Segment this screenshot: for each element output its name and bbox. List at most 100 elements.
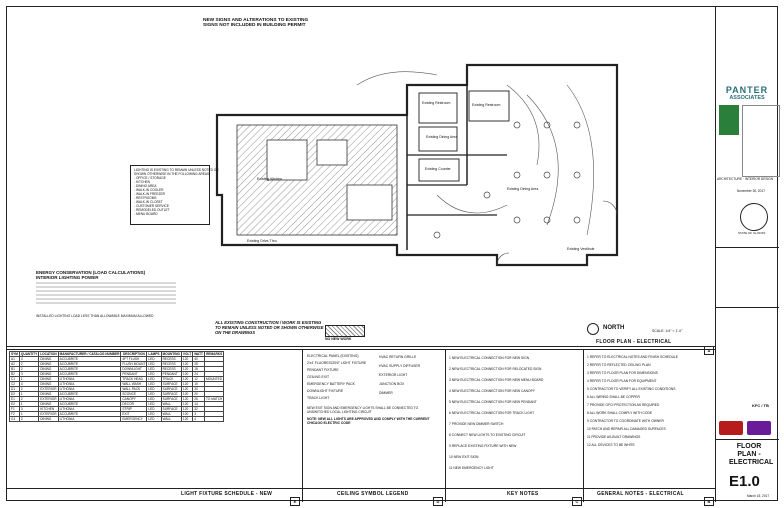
lighting-note-line: - RESTROOMS bbox=[134, 196, 157, 200]
architect-seal-icon bbox=[740, 203, 768, 231]
schedule-cell: LED bbox=[146, 416, 162, 422]
existing-note-line-3: ON THE DRAWINGS bbox=[215, 330, 256, 335]
room-label-counter: Existing Counter bbox=[425, 167, 451, 171]
schedule-cell: EMERGENCY bbox=[120, 416, 148, 422]
schedule-header: LOCATION bbox=[38, 351, 59, 357]
issue-date: November 30, 2017 bbox=[737, 189, 765, 193]
schedule-cell: 2 bbox=[18, 416, 40, 422]
lighting-note-line: - WALK-IN CLOSET bbox=[134, 200, 163, 204]
general-note: 2 REFER TO REFLECTED CEILING PLAN bbox=[587, 363, 651, 367]
schedule-header: DESCRIPTION bbox=[120, 351, 148, 357]
key-notes-title: KEY NOTES bbox=[507, 491, 539, 497]
legend-item: PENDANT FIXTURE bbox=[307, 368, 339, 372]
existing-note-line-1: ALL EXISTING CONSTRUCTION / WORK IS EXIS… bbox=[215, 320, 322, 325]
panel-divider-2 bbox=[445, 349, 446, 502]
legend-item: CEILING EXIT bbox=[307, 375, 330, 379]
schedule-header: LAMPS bbox=[146, 351, 162, 357]
schedule-header: SYM bbox=[9, 351, 20, 357]
schedule-cell: MOUNTED bbox=[203, 376, 225, 382]
existing-note-line-2: TO REMAIN UNLESS NOTED OR SHOWN OTHERWIS… bbox=[215, 325, 324, 330]
sheet-title-3: ELECTRICAL bbox=[729, 459, 774, 466]
no-new-work-label: NO NEW WORK bbox=[325, 337, 352, 341]
lighting-note-line: LIGHTING IS EXISTING TO REMAIN UNLESS NO… bbox=[134, 168, 219, 172]
energy-calc-box: ENERGY CONSERVATION (LOAD CALCULATIONS) … bbox=[36, 270, 216, 315]
schedule-tag: E bbox=[290, 490, 300, 508]
general-notes-title: GENERAL NOTES - ELECTRICAL bbox=[597, 491, 684, 497]
room-label-vestibule: Existing Vestibule bbox=[567, 247, 595, 251]
lower-panel-divider bbox=[7, 349, 715, 350]
firm-name-2: ASSOCIATES bbox=[729, 95, 765, 101]
general-note: 8 ALL WORK SHALL COMPLY WITH CODE bbox=[587, 411, 653, 415]
schedule-header: MANUFACTURER / CATALOG NUMBER bbox=[57, 351, 122, 357]
sheet-title: FLOOR PLAN - ELECTRICAL bbox=[729, 443, 774, 467]
lighting-note-line: - KITCHEN bbox=[134, 180, 150, 184]
general-note: 7 PROVIDE GFCI PROTECTION AS REQUIRED bbox=[587, 403, 660, 407]
sheet-title-2: PLAN - bbox=[737, 451, 761, 458]
no-new-work-swatch bbox=[325, 325, 365, 337]
north-arrow-icon bbox=[587, 323, 599, 335]
legend-item: EXTERIOR LIGHT bbox=[379, 373, 408, 377]
schedule-cell: DINING bbox=[38, 416, 59, 422]
sheet-date: March 15, 2017 bbox=[747, 494, 770, 498]
general-note: 5 CONTRACTOR TO VERIFY ALL EXISTING COND… bbox=[587, 387, 676, 391]
general-note: 6 ALL WIRING SHALL BE COPPER bbox=[587, 395, 640, 399]
kfc-logo-icon bbox=[719, 421, 743, 435]
general-note: 9 CONTRACTOR TO COORDINATE WITH OWNER bbox=[587, 419, 664, 423]
firm-subtitle: ARCHITECTURE · INTERIOR DESIGN bbox=[717, 177, 774, 181]
key-note: 9 REPLACE EXISTING FIXTURE WITH NEW bbox=[449, 444, 517, 448]
floor-plan-title: FLOOR PLAN - ELECTRICAL bbox=[596, 339, 672, 345]
tb-sep-3 bbox=[716, 439, 779, 440]
energy-calc-title-1: ENERGY CONSERVATION (LOAD CALCULATIONS) bbox=[36, 270, 146, 275]
room-label-restroom-2: Existing Restroom bbox=[472, 103, 501, 107]
ceiling-symbol-legend: ELECTRICAL PANEL (EXISTING) 2'x4' FLUORE… bbox=[307, 353, 442, 487]
floor-plan-drawing bbox=[215, 63, 619, 267]
taco-bell-logo-icon bbox=[747, 421, 771, 435]
legend-note-2: NOTE: NEW ALL LIGHTS ARE APPROVED AND CO… bbox=[307, 417, 430, 425]
key-note: 10 NEW EXIT SIGN bbox=[449, 455, 479, 459]
general-note: 10 PATCH AND REPAIR ALL DAMAGED SURFACES bbox=[587, 427, 666, 431]
scale-label: SCALE: 1/4" = 1'-0" bbox=[652, 329, 683, 333]
room-label-dining-1: Existing Dining Area bbox=[426, 135, 458, 139]
legend-item: ELECTRICAL PANEL (EXISTING) bbox=[307, 354, 359, 358]
general-note: 12 ALL DEVICES TO BE WHITE bbox=[587, 443, 635, 447]
schedule-header-row: SYM QUANTITY LOCATION MANUFACTURER / CAT… bbox=[9, 351, 225, 357]
floor-plan-tag: A bbox=[704, 339, 714, 357]
project-brand: KFC / TB bbox=[752, 403, 769, 408]
key-note: 5 NEW ELECTRICAL CONNECTION FOR NEW PEND… bbox=[449, 400, 537, 404]
lighting-note-box: LIGHTING IS EXISTING TO REMAIN UNLESS NO… bbox=[130, 165, 219, 225]
title-block-divider bbox=[715, 7, 716, 502]
tb-sep-2 bbox=[716, 307, 779, 308]
schedule-header: QUANTITY bbox=[18, 351, 40, 357]
panel-divider-3 bbox=[583, 349, 584, 502]
schedule-cell: EXTERIOR bbox=[38, 411, 59, 417]
schedule-cell: LITHONIA bbox=[57, 416, 122, 422]
signs-banner-note: NEW SIGNS AND ALTERATIONS TO EXISTING SI… bbox=[203, 18, 347, 42]
legend-item: DIMMER bbox=[379, 391, 393, 395]
firm-logo-mark bbox=[719, 105, 739, 135]
north-label: NORTH bbox=[603, 325, 625, 331]
tb-sep-1 bbox=[716, 247, 779, 248]
schedule-header: VOLT bbox=[180, 351, 194, 357]
firm-name-1: PANTER bbox=[725, 85, 769, 95]
room-label-restroom-1: Existing Restroom bbox=[422, 101, 451, 105]
lighting-note-line: - MENU BOARD bbox=[134, 212, 158, 216]
general-note: 1 REFER TO ELECTRICAL NOTES AND FINISH S… bbox=[587, 355, 678, 359]
existing-construction-note: ALL EXISTING CONSTRUCTION / WORK IS EXIS… bbox=[215, 320, 335, 335]
key-note: 6 NEW ELECTRICAL CONNECTION FOR TRACK LI… bbox=[449, 411, 535, 415]
energy-calc-title-2: INTERIOR LIGHTING POWER bbox=[36, 275, 99, 280]
room-label-dining-2: Existing Dining Area bbox=[507, 187, 539, 191]
lighting-note-line: - REMODELED OUTLET bbox=[134, 208, 170, 212]
plan-title-divider bbox=[7, 346, 715, 347]
key-notes-panel: 1 NEW ELECTRICAL CONNECTION FOR NEW SIGN… bbox=[449, 353, 581, 474]
lighting-note-line: SHOWN OTHERWISE IN THE FOLLOWING AREAS: bbox=[134, 172, 211, 176]
schedule-header: REMARKS bbox=[203, 351, 225, 357]
key-note: 4 NEW ELECTRICAL CONNECTION FOR NEW CANO… bbox=[449, 389, 535, 393]
light-fixture-schedule: SYM QUANTITY LOCATION MANUFACTURER / CAT… bbox=[9, 351, 301, 487]
legend-note-1: NEW EXIT SIGN AND EMERGENCY LIGHTS SHALL… bbox=[307, 406, 419, 414]
sheet-number: E1.0 bbox=[729, 473, 760, 490]
